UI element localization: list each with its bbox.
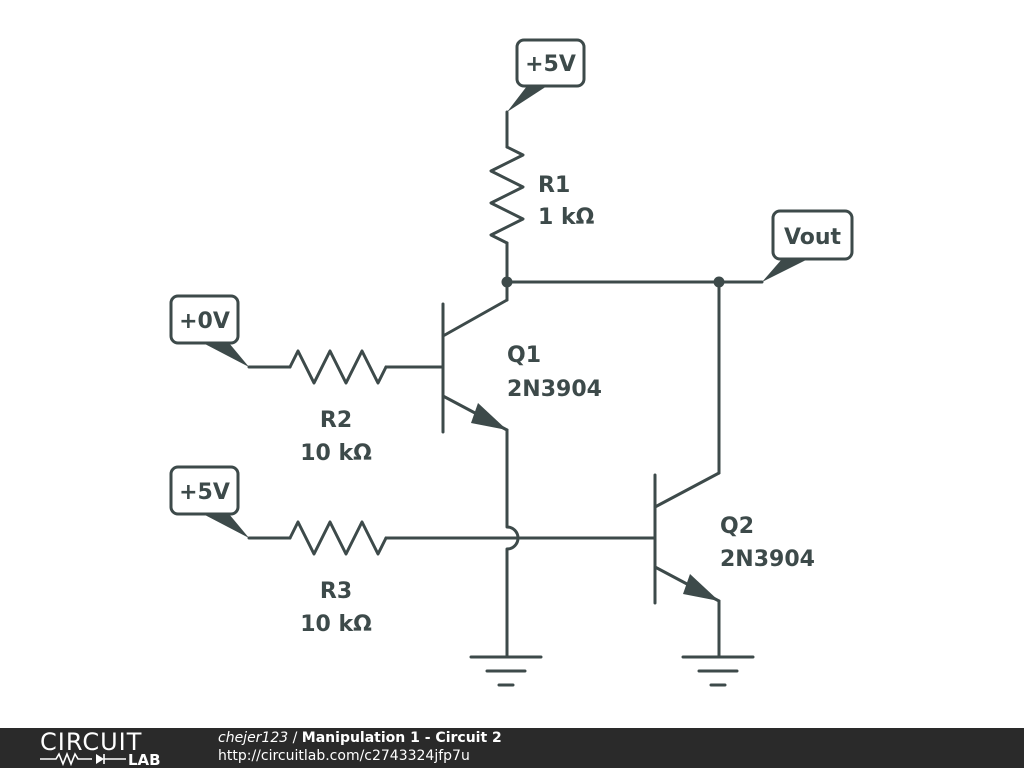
r1-ref-label: R1 bbox=[538, 173, 570, 198]
net-label-input-b: +5V bbox=[179, 480, 230, 505]
r3-value-label: 10 kΩ bbox=[300, 612, 372, 637]
net-tag-vcc-top: +5V bbox=[507, 38, 586, 112]
net-tag-input-b: +5V bbox=[169, 465, 249, 538]
resistor-r3 bbox=[288, 520, 388, 556]
circuitlab-logo: CIRCUIT LAB bbox=[40, 730, 161, 766]
logo-diode-icon bbox=[96, 754, 104, 764]
footer-bar: CIRCUIT LAB chejer123 / Manipulation 1 -… bbox=[0, 728, 1024, 768]
resistor-r2 bbox=[288, 349, 388, 385]
r1-value-label: 1 kΩ bbox=[538, 205, 595, 230]
net-tag-vout: Vout bbox=[762, 209, 854, 282]
logo-lab-text: LAB bbox=[128, 751, 161, 766]
transistor-q1 bbox=[441, 280, 509, 434]
circuit-title[interactable]: Manipulation 1 - Circuit 2 bbox=[301, 730, 502, 746]
net-label-vcc-top: +5V bbox=[525, 52, 576, 77]
q2-ref-label: Q2 bbox=[720, 514, 754, 539]
circuit-url[interactable]: http://circuitlab.com/c2743324jfp7u bbox=[218, 748, 470, 764]
logo-resistor-icon bbox=[40, 751, 92, 766]
q1-emitter-wire bbox=[505, 428, 520, 659]
net-tag-input-a: +0V bbox=[169, 294, 249, 367]
r2-value-label: 10 kΩ bbox=[300, 441, 372, 466]
q1-ref-label: Q1 bbox=[507, 343, 541, 368]
r2-ref-label: R2 bbox=[320, 408, 352, 433]
r3-ref-label: R3 bbox=[320, 579, 352, 604]
footer-credit: chejer123 / Manipulation 1 - Circuit 2 bbox=[218, 730, 502, 746]
ground-symbol-q2 bbox=[681, 655, 755, 687]
schematic-canvas: +5V Vout +0V +5V R1 1 kΩ R2 10 kΩ R3 10 … bbox=[169, 38, 854, 687]
logo-circuit-text: CIRCUIT bbox=[40, 730, 142, 756]
author-name[interactable]: chejer123 bbox=[218, 730, 289, 746]
resistor-r1 bbox=[489, 145, 525, 245]
net-label-input-a: +0V bbox=[179, 309, 230, 334]
net-label-vout: Vout bbox=[784, 225, 842, 250]
transistor-q2 bbox=[653, 471, 721, 605]
credit-separator: / bbox=[288, 730, 302, 746]
q2-part-label: 2N3904 bbox=[720, 547, 815, 572]
ground-symbol-q1 bbox=[469, 655, 543, 687]
q1-part-label: 2N3904 bbox=[507, 377, 602, 402]
